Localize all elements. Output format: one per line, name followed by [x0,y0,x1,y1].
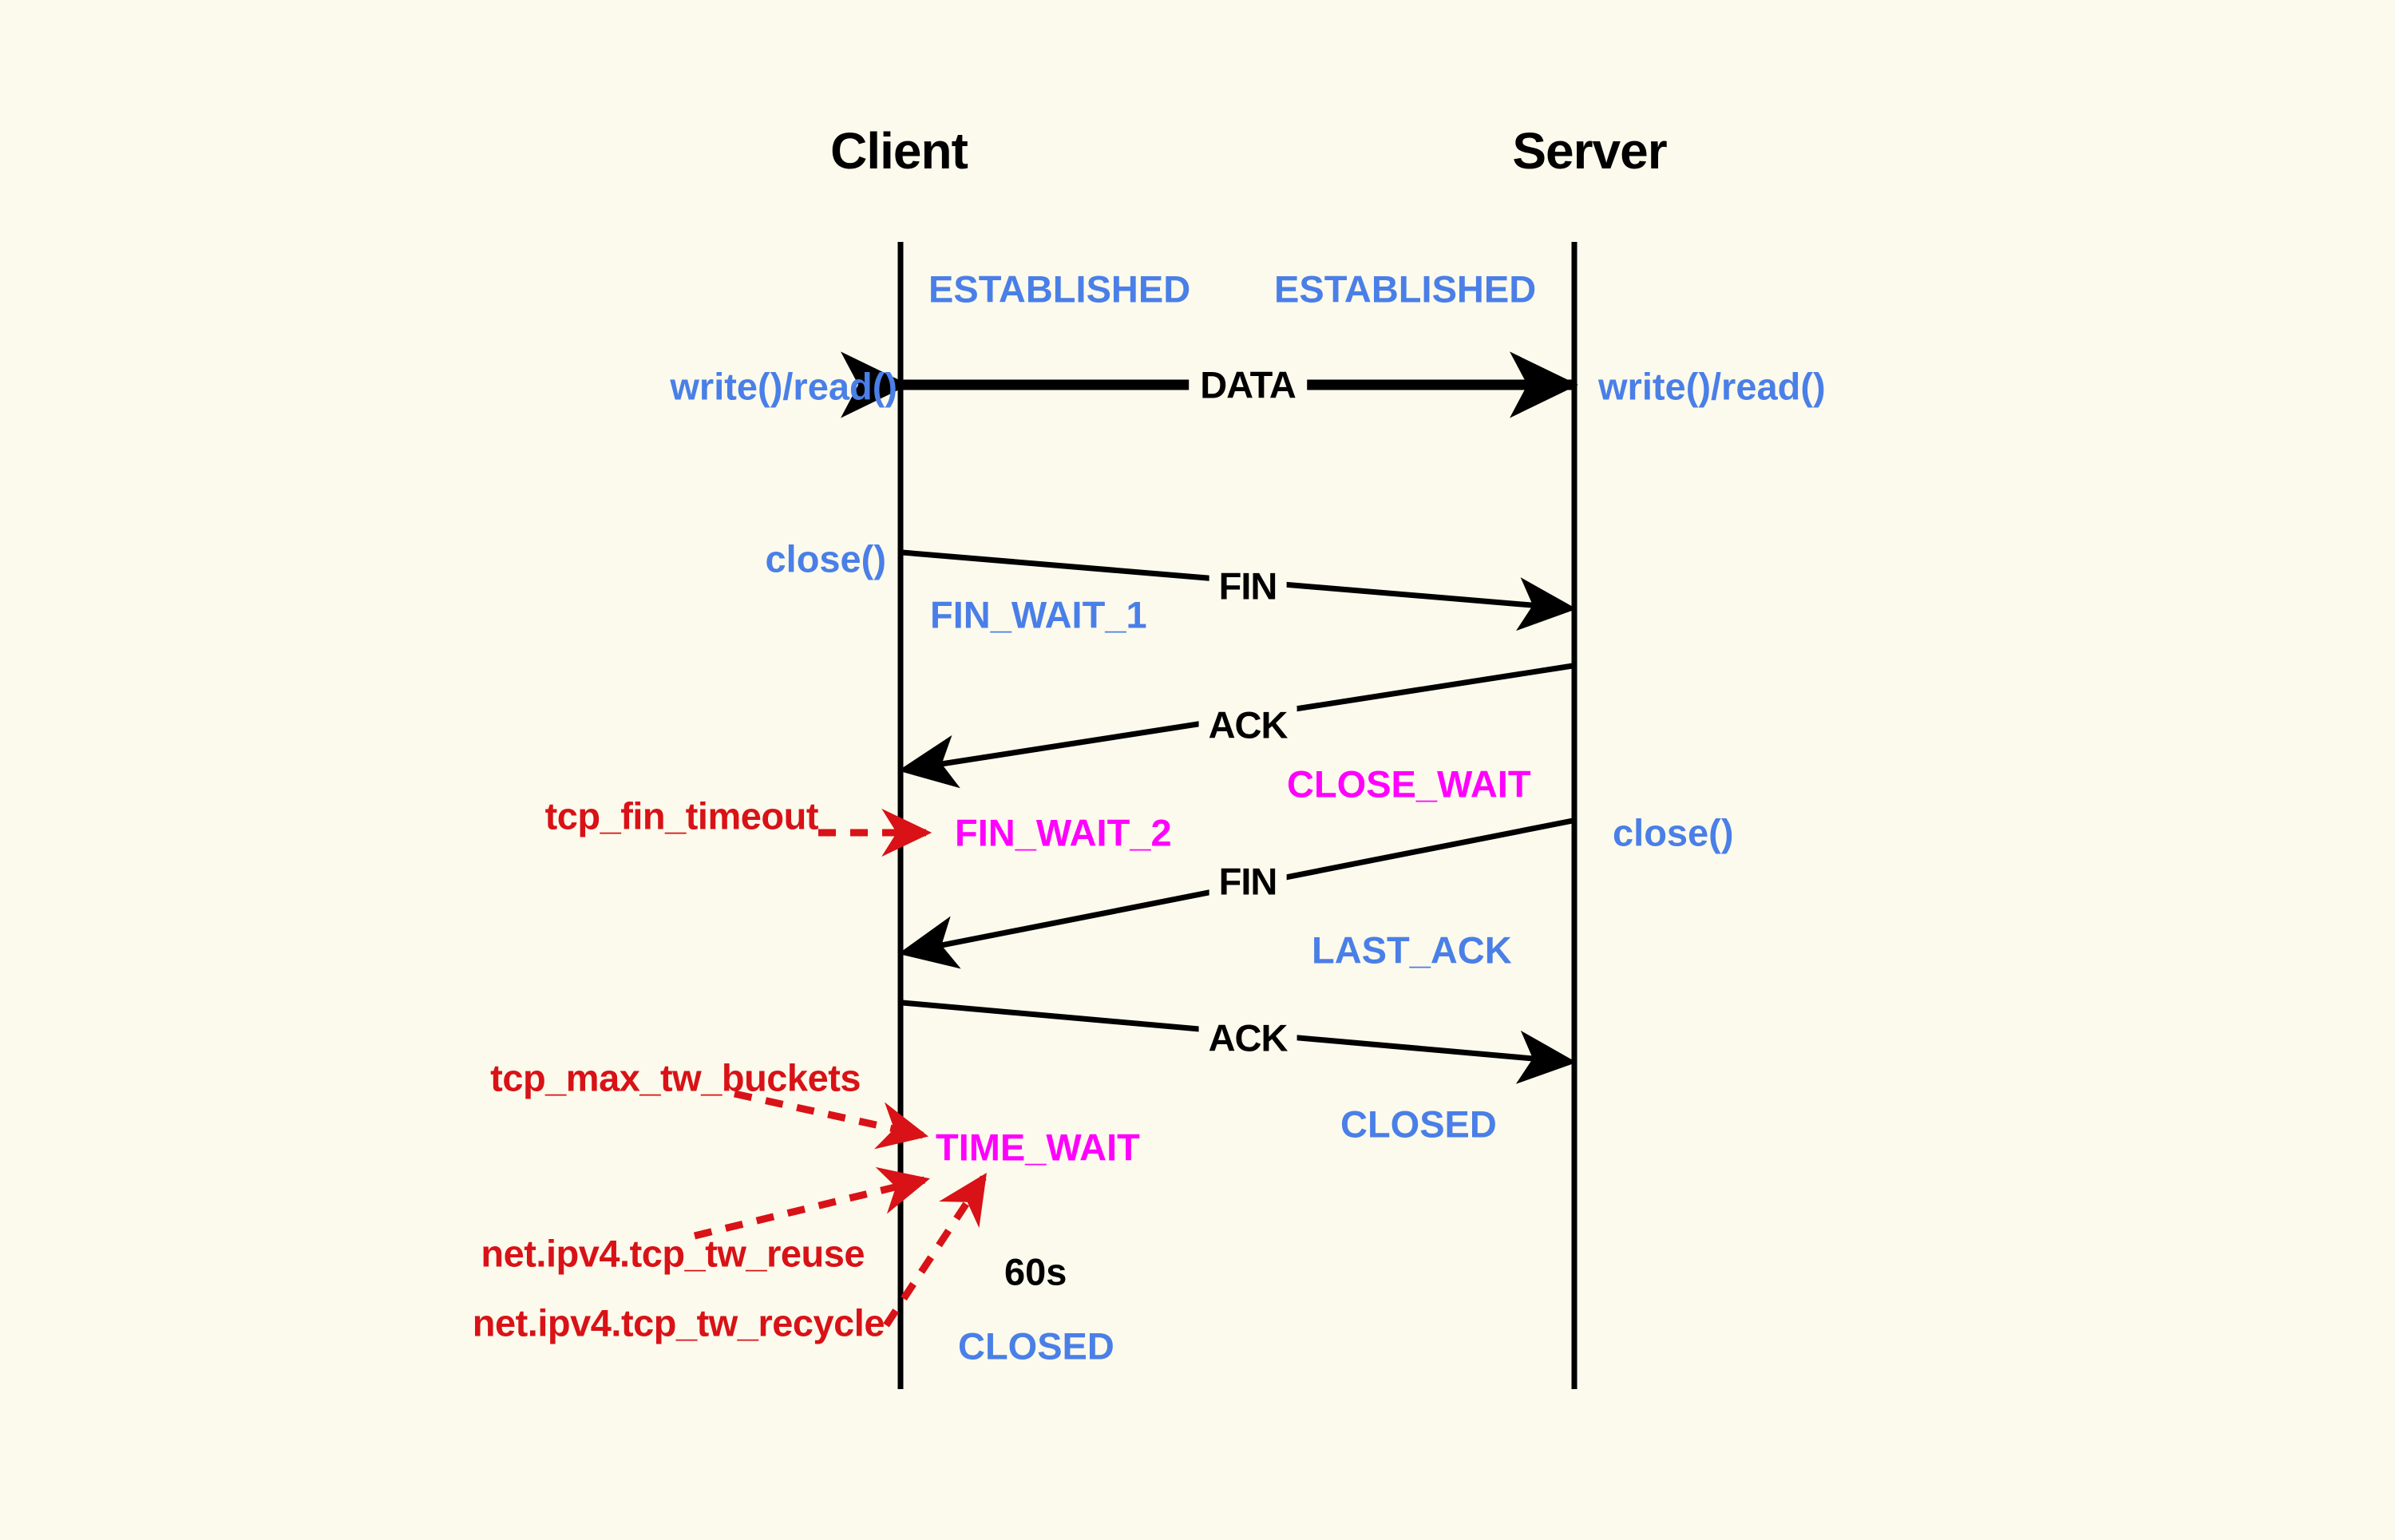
state-server-close-wait: CLOSE_WAIT [1287,762,1531,806]
state-client-fin-wait-2: FIN_WAIT_2 [955,811,1172,854]
message-fin-1: FIN [1209,567,1287,605]
message-data: DATA [1189,366,1307,404]
api-server-write-read: write()/read() [1598,365,1826,408]
tcp-max-tw-buckets-pointer [734,1090,929,1150]
state-server-closed: CLOSED [1340,1103,1497,1146]
state-client-fin-wait-1: FIN_WAIT_1 [930,593,1147,636]
api-client-close: close() [765,537,887,580]
page-title-server: Server [1512,122,1667,180]
tcp-tw-reuse-pointer [693,1166,930,1240]
message-fin-2: FIN [1209,862,1287,901]
page-title-client: Client [830,122,968,180]
message-ack-2: ACK [1198,1019,1297,1057]
sysctl-tcp-tw-recycle: net.ipv4.tcp_tw_recycle [472,1301,885,1344]
state-client-time-wait: TIME_WAIT [936,1126,1140,1169]
sysctl-tcp-max-tw-buckets: tcp_max_tw_buckets [490,1056,861,1099]
message-ack-1: ACK [1198,706,1297,744]
state-client-established: ESTABLISHED [928,267,1191,311]
state-server-last-ack: LAST_ACK [1312,928,1512,972]
sysctl-tcp-fin-timeout: tcp_fin_timeout [544,794,819,837]
api-server-close: close() [1613,811,1734,854]
api-client-write-read: write()/read() [670,365,897,408]
sysctl-tcp-tw-reuse: net.ipv4.tcp_tw_reuse [481,1232,865,1275]
timer-time-wait-60s: 60s [1004,1250,1067,1293]
state-client-closed: CLOSED [958,1324,1114,1368]
state-server-established: ESTABLISHED [1274,267,1537,311]
